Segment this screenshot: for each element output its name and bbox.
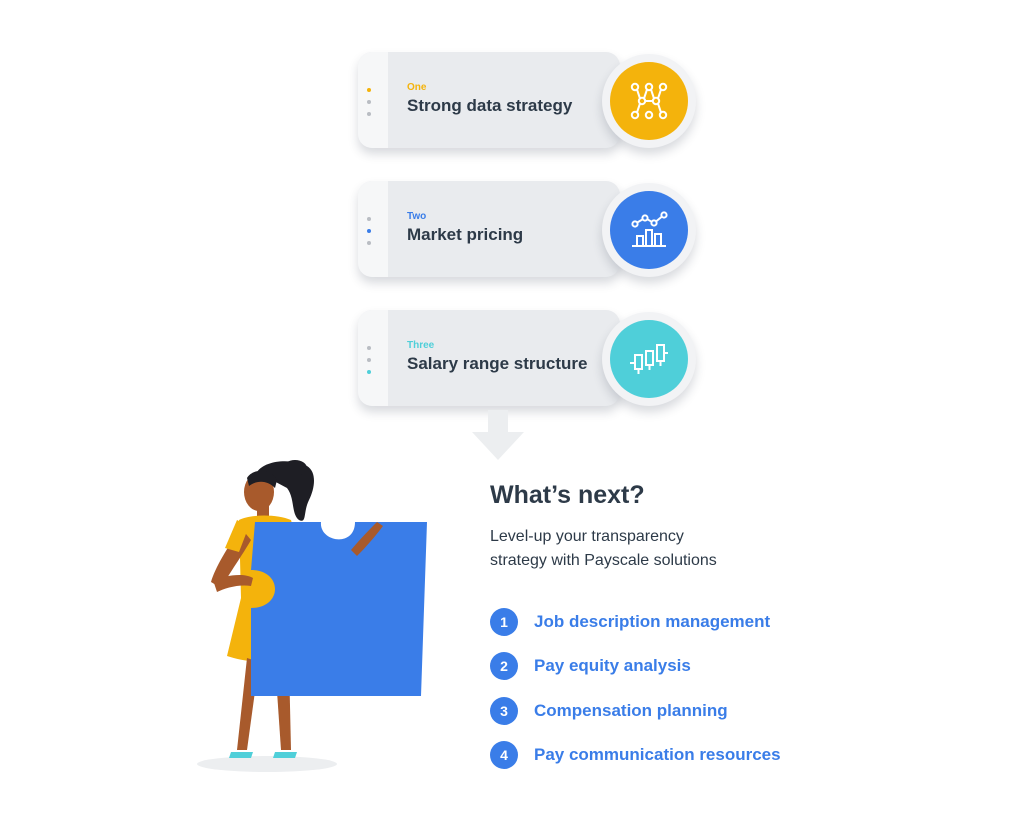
card-tab	[358, 181, 388, 277]
step-title: Salary range structure	[407, 354, 588, 373]
number-badge: 3	[490, 697, 518, 725]
step-indicator-dot	[367, 100, 371, 104]
network-nodes-icon	[630, 82, 668, 120]
step-badge	[602, 54, 696, 148]
step-card-body: Three Salary range structure	[358, 310, 620, 406]
solution-link[interactable]: Pay communication resources	[534, 745, 781, 764]
next-subtitle-line: Level-up your transparency	[490, 528, 684, 545]
card-tab	[358, 52, 388, 148]
step-number: One	[407, 82, 427, 93]
step-title: Market pricing	[407, 225, 524, 244]
next-title: What’s next?	[490, 481, 645, 509]
step-badge	[602, 183, 696, 277]
step-card-1: One Strong data strategy	[358, 52, 696, 150]
bar-chart-trend-icon	[631, 211, 668, 247]
woman-holding-puzzle-piece-illustration	[197, 460, 427, 772]
step-badge-circle	[610, 191, 688, 269]
step-indicator-dot	[367, 370, 371, 374]
step-title: Strong data strategy	[407, 96, 573, 115]
solution-item-2[interactable]: 2 Pay equity analysis	[490, 652, 691, 680]
step-indicator-dot	[367, 217, 371, 221]
solution-link[interactable]: Job description management	[534, 612, 771, 631]
next-subtitle: Level-up your transparency strategy with…	[490, 525, 810, 573]
step-indicator-dot	[367, 88, 371, 92]
down-arrow-icon	[472, 410, 524, 460]
number-badge: 1	[490, 608, 518, 636]
solution-item-1[interactable]: 1 Job description management	[490, 608, 770, 636]
step-number: Three	[407, 340, 435, 351]
solution-link[interactable]: Compensation planning	[534, 701, 728, 720]
number-badge: 4	[490, 741, 518, 769]
solution-item-3[interactable]: 3 Compensation planning	[490, 697, 728, 725]
step-indicator-dot	[367, 346, 371, 350]
step-indicator-dot	[367, 112, 371, 116]
step-card-body: One Strong data strategy	[358, 52, 620, 148]
step-card-3: Three Salary range structure	[358, 310, 696, 408]
step-indicator-dot	[367, 241, 371, 245]
range-bars-icon	[630, 344, 668, 374]
card-tab	[358, 310, 388, 406]
next-subtitle-line: strategy with Payscale solutions	[490, 552, 717, 569]
step-card-body: Two Market pricing	[358, 181, 620, 277]
step-badge-circle	[610, 62, 688, 140]
solution-link[interactable]: Pay equity analysis	[534, 656, 691, 675]
step-indicator-dot	[367, 358, 371, 362]
step-badge-circle	[610, 320, 688, 398]
step-badge	[602, 312, 696, 406]
number-badge: 2	[490, 652, 518, 680]
step-number: Two	[407, 211, 427, 222]
solution-item-4[interactable]: 4 Pay communication resources	[490, 741, 781, 769]
step-card-2: Two Market pricing	[358, 181, 696, 279]
step-indicator-dot	[367, 229, 371, 233]
